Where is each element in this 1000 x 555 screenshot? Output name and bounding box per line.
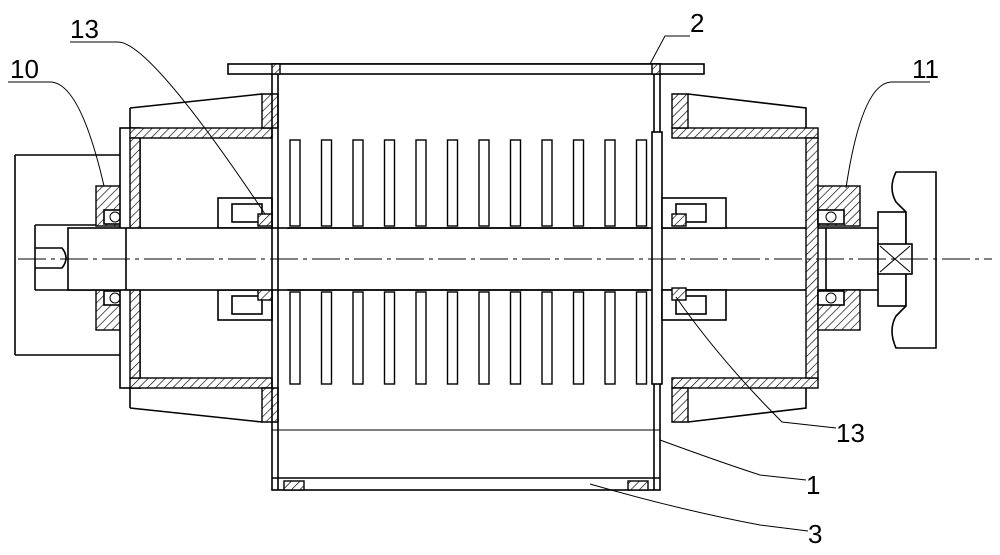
drum-slot	[635, 291, 648, 385]
drum-slot	[352, 139, 364, 227]
label-13-left: 13	[70, 14, 99, 44]
drum-slot	[541, 139, 553, 227]
right-drum-edge	[651, 131, 663, 385]
drum-slot	[604, 291, 616, 385]
left-inner-bearing-seat	[217, 197, 273, 321]
drum-slot	[478, 291, 490, 385]
drum-slot	[509, 139, 522, 227]
drum-slot	[446, 139, 459, 227]
drum-slot	[383, 139, 396, 227]
drum-slot	[478, 139, 490, 227]
drum-slot	[541, 291, 553, 385]
drum-slot	[446, 291, 459, 385]
right-bearing-housing	[817, 185, 861, 331]
drum-slot	[572, 291, 585, 385]
bottom-plate	[283, 480, 649, 491]
label-10: 10	[10, 54, 39, 84]
drum-slot	[604, 139, 616, 227]
drum-slot	[383, 291, 396, 385]
label-11: 11	[912, 54, 939, 84]
drum-slot	[415, 291, 427, 385]
top-flange	[227, 63, 705, 75]
label-2: 2	[690, 8, 704, 38]
drum-slot	[289, 291, 301, 385]
drum-slot	[572, 139, 585, 227]
label-3: 3	[808, 519, 822, 549]
leader-lines	[8, 35, 930, 532]
right-inner-bearing-seat	[661, 197, 727, 321]
right-coupling	[877, 171, 937, 349]
drum-slot	[635, 139, 648, 227]
drum-slot	[320, 291, 333, 385]
label-13-right: 13	[836, 418, 865, 448]
drum-slot	[289, 139, 301, 227]
drum-slots	[289, 139, 648, 385]
drum-slot	[320, 139, 333, 227]
part-labels: 10 13 2 11 13 1 3	[10, 8, 939, 549]
drum-slot	[415, 139, 427, 227]
drum-slot	[352, 291, 364, 385]
drum-slot	[509, 291, 522, 385]
label-1: 1	[806, 470, 820, 500]
drum	[271, 63, 661, 491]
